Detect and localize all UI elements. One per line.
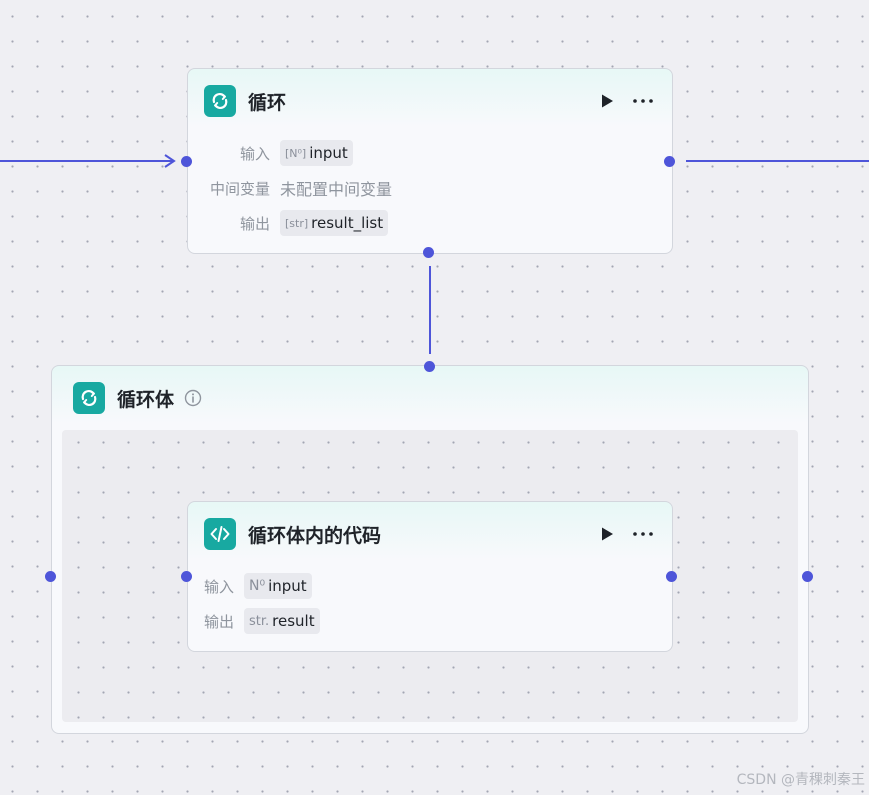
loop-output-row: 输出 [str] result_list [202, 210, 389, 236]
run-button[interactable] [596, 523, 618, 545]
loop-input-row: 输入 [N⁰] input [202, 140, 353, 166]
code-output-row: 输出 str. result [204, 608, 320, 634]
loop-body-start-handle[interactable] [45, 571, 56, 582]
variable-name: result [272, 612, 315, 630]
loop-node[interactable]: 循环 输入 [N⁰] input 中间变量 未配置中间变量 输出 [str] r… [187, 68, 673, 254]
loop-body-header: 循环体 [73, 382, 792, 414]
code-input-handle[interactable] [181, 571, 192, 582]
code-node-title: 循环体内的代码 [248, 524, 382, 547]
run-button[interactable] [596, 90, 618, 112]
code-input-row: 输入 N⁰ input [204, 573, 312, 599]
variable-tag: str. result [244, 608, 320, 634]
loop-body-input-handle[interactable] [424, 361, 435, 372]
string-type-icon: [str] [285, 216, 309, 230]
variable-placeholder: 未配置中间变量 [280, 180, 393, 199]
loop-node-title: 循环 [248, 91, 287, 114]
loop-body-title: 循环体 [117, 388, 175, 411]
variable-tag: N⁰ input [244, 573, 312, 599]
field-label: 中间变量 [209, 179, 270, 198]
loop-icon [73, 382, 105, 414]
loop-body-end-handle[interactable] [802, 571, 813, 582]
field-label: 输入 [239, 144, 270, 163]
string-type-icon: str. [249, 613, 270, 629]
variable-name: input [268, 577, 307, 595]
more-icon [633, 532, 653, 536]
loop-node-actions [596, 90, 656, 112]
loop-variable-row: 中间变量 未配置中间变量 [202, 175, 392, 201]
play-icon [602, 94, 613, 108]
variable-name: result_list [311, 214, 384, 232]
field-label: 输出 [204, 612, 235, 631]
loop-output-handle[interactable] [664, 156, 675, 167]
code-icon [204, 518, 236, 550]
code-node-actions [596, 523, 656, 545]
variable-tag: [str] result_list [280, 210, 389, 236]
loop-input-handle[interactable] [181, 156, 192, 167]
number-type-icon: N⁰ [249, 578, 266, 594]
more-icon [633, 99, 653, 103]
variable-name: input [309, 144, 348, 162]
code-node-header: 循环体内的代码 [204, 518, 656, 550]
number-type-icon: [N⁰] [285, 146, 307, 160]
more-options-button[interactable] [630, 523, 656, 545]
field-label: 输出 [239, 214, 270, 233]
loop-node-header: 循环 [204, 85, 656, 117]
variable-tag: [N⁰] input [280, 140, 353, 166]
loop-body-output-handle[interactable] [423, 247, 434, 258]
info-icon[interactable] [184, 389, 202, 407]
code-output-handle[interactable] [666, 571, 677, 582]
loop-icon [204, 85, 236, 117]
play-icon [602, 527, 613, 541]
code-node[interactable]: 循环体内的代码 输入 N⁰ input 输出 str. result [187, 501, 673, 652]
watermark: CSDN @青稞刺秦王 [736, 772, 865, 788]
field-label: 输入 [204, 577, 235, 596]
more-options-button[interactable] [630, 90, 656, 112]
